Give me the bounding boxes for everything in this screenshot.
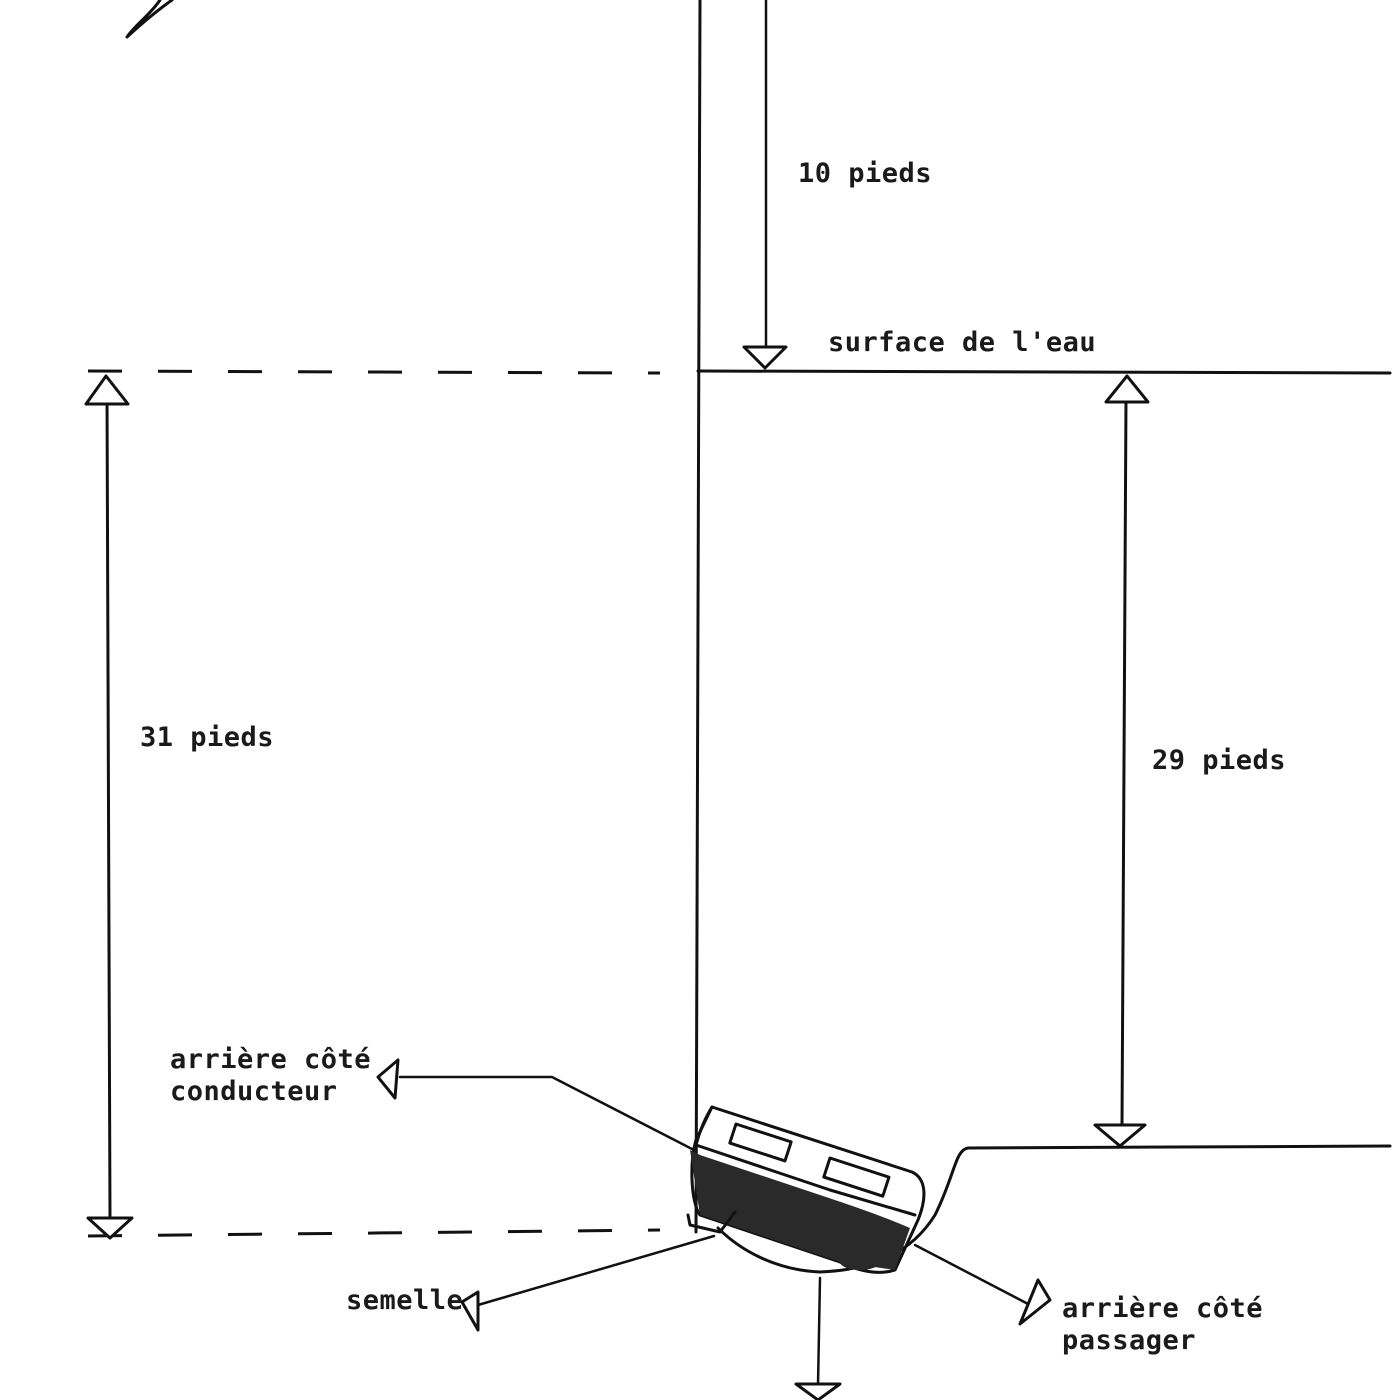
sole-arrow-icon [460, 1290, 480, 1332]
car-body [690, 1105, 926, 1274]
rear-driver-side-label-line1: arrière côté [170, 1044, 372, 1075]
rear-passenger-side-label-line2: passager [1062, 1325, 1197, 1356]
left-depth-label: 31 pieds [140, 722, 275, 753]
car [686, 1105, 926, 1274]
right-dimension-top-arrow-icon [1104, 374, 1150, 404]
lower-dashed-line [87, 1228, 661, 1238]
right-dimension-bottom-arrow-icon [1093, 1123, 1147, 1148]
upper-dashed-line [87, 369, 661, 375]
rear-passenger-side-label-line1: arrière côté [1062, 1293, 1264, 1324]
sole-label: semelle [346, 1285, 464, 1316]
left-dimension-bottom-arrow-icon [86, 1216, 134, 1240]
car-bumper [686, 1210, 737, 1234]
car-wheel [840, 1254, 880, 1270]
top-distance-label: 10 pieds [798, 158, 933, 189]
down-arrow-icon [794, 1382, 842, 1400]
car-window-front [822, 1156, 891, 1198]
top-left-sketch [125, 0, 174, 39]
down-pointer-line [816, 1276, 822, 1387]
passenger-side-arrow-icon [1018, 1278, 1052, 1326]
driver-side-arrow-icon [376, 1058, 400, 1100]
sole-pointer-line [476, 1234, 716, 1307]
car-hatched-side [690, 1150, 910, 1270]
wall-vertical-line [694, 0, 702, 1234]
right-dimension-line [1120, 396, 1128, 1128]
car-roof-outline [694, 1105, 917, 1217]
water-surface-label: surface de l'eau [828, 327, 1097, 358]
car-window-rear [728, 1122, 793, 1163]
water-surface-line [696, 369, 1392, 375]
passenger-side-pointer-line [913, 1243, 1032, 1307]
rear-driver-side-label-line2: conducteur [170, 1076, 338, 1107]
driver-side-pointer-line [398, 1075, 696, 1152]
left-dimension-top-arrow-icon [84, 374, 130, 406]
top-dimension-arrow-icon [742, 345, 788, 370]
left-dimension-line [105, 393, 112, 1220]
right-depth-label: 29 pieds [1152, 745, 1287, 776]
